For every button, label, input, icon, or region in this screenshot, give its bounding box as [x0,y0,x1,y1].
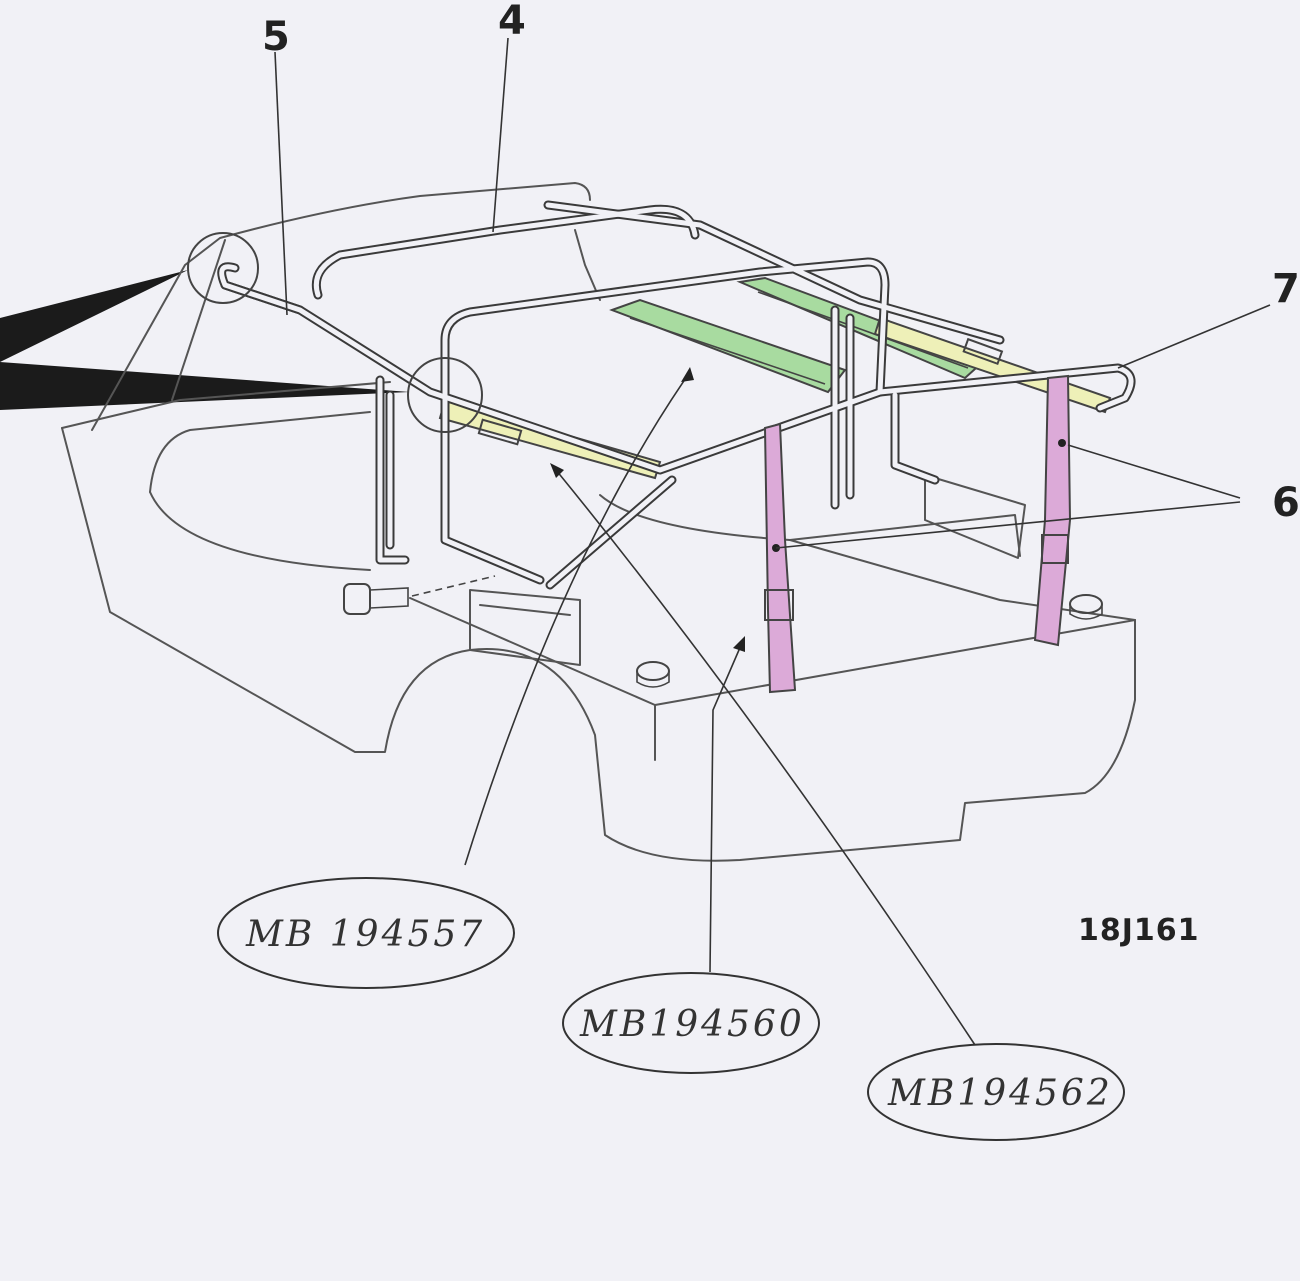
roll-cage-tubes [217,200,1136,590]
green-straps [609,276,987,394]
part-number-leaders [464,367,976,1046]
callout-5: 5 [262,14,290,60]
part-number-ellipse-3 [867,1043,1125,1141]
vehicle-body [61,182,1136,862]
plug-right [1069,594,1103,614]
part-number-ellipse-1 [217,877,515,989]
part-number-3: MB194562 [887,1073,1113,1114]
part-number-2: MB194560 [579,1004,805,1045]
figure-code: 18J161 [1078,913,1200,948]
part-number-1: MB 194557 [245,914,485,955]
detail-circle-upper [187,232,259,304]
callout-7: 7 [1272,266,1300,312]
plug-left [636,661,670,681]
callout-4: 4 [498,0,526,44]
detail-circle-lower [407,357,483,433]
part-number-ellipse-2 [562,972,820,1074]
bolt-head [343,583,371,615]
callout-6: 6 [1272,480,1300,526]
black-pointer-lower [0,362,410,410]
pink-seat-belts [763,374,1072,694]
black-pointer-upper [0,270,188,362]
callout-leaders [274,37,1271,549]
